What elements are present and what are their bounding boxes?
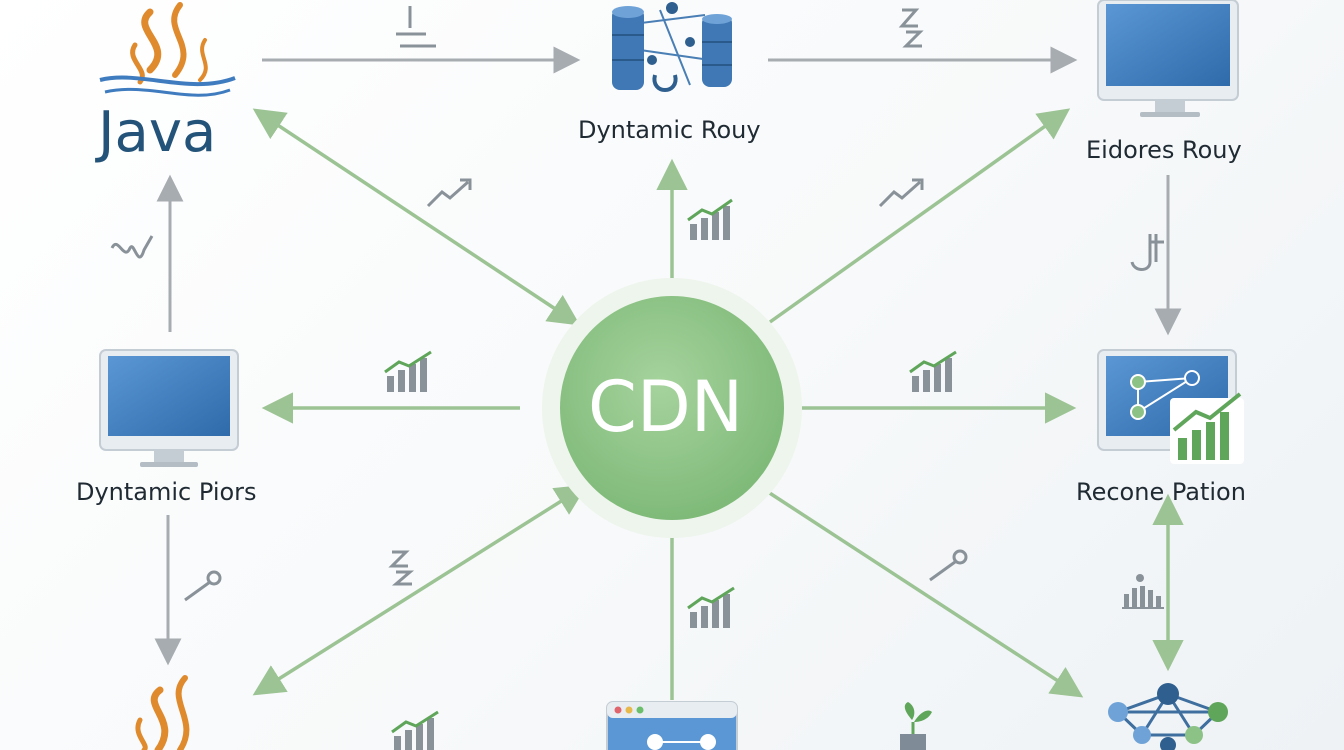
growth-chart-icon xyxy=(391,710,439,750)
node-label-monitor-right: Recone Pation xyxy=(1076,478,1246,506)
plant-icon xyxy=(900,702,932,750)
trend-line-icon xyxy=(878,178,924,208)
glyph-icon xyxy=(898,8,924,48)
bar-chart-icon xyxy=(1122,574,1164,609)
arrow-hub-to-java xyxy=(252,108,581,326)
monitor-network-chart-icon xyxy=(1097,349,1244,464)
browser-window-icon xyxy=(606,701,738,750)
node-label-monitor-left: Dyntamic Piors xyxy=(76,478,257,506)
java-logo-text: Java xyxy=(98,100,217,165)
node-label-db: Dyntamic Rouy xyxy=(578,116,761,144)
cdn-hub xyxy=(542,278,802,538)
growth-chart-icon xyxy=(384,350,432,392)
growth-chart-icon xyxy=(909,350,957,392)
link-icon xyxy=(929,549,968,582)
arrow-hub-to-monitor-top-right xyxy=(768,108,1071,324)
glyph-icon xyxy=(396,6,436,48)
growth-chart-icon xyxy=(687,586,735,628)
java-logo-icon xyxy=(99,2,236,97)
gray-arrows xyxy=(154,46,1182,666)
link-icon xyxy=(184,570,222,602)
growth-chart-icon xyxy=(687,198,733,240)
arrow-hub-to-bottom-left xyxy=(252,484,588,696)
node-label-monitor-top-right: Eidores Rouy xyxy=(1086,136,1242,164)
database-network-icon xyxy=(612,2,732,92)
hub-label: CDN xyxy=(588,366,744,448)
glyph-icon xyxy=(1130,234,1164,271)
wave-icon xyxy=(110,235,154,259)
green-arrows xyxy=(252,108,1184,700)
network-graph-icon xyxy=(1108,683,1228,750)
glyph-icon xyxy=(388,550,415,586)
arrow-hub-to-bottom-right xyxy=(764,488,1084,698)
monitor-icon xyxy=(1097,0,1239,117)
java-logo-icon xyxy=(135,675,190,750)
monitor-icon xyxy=(99,349,239,467)
trend-line-icon xyxy=(426,178,472,208)
